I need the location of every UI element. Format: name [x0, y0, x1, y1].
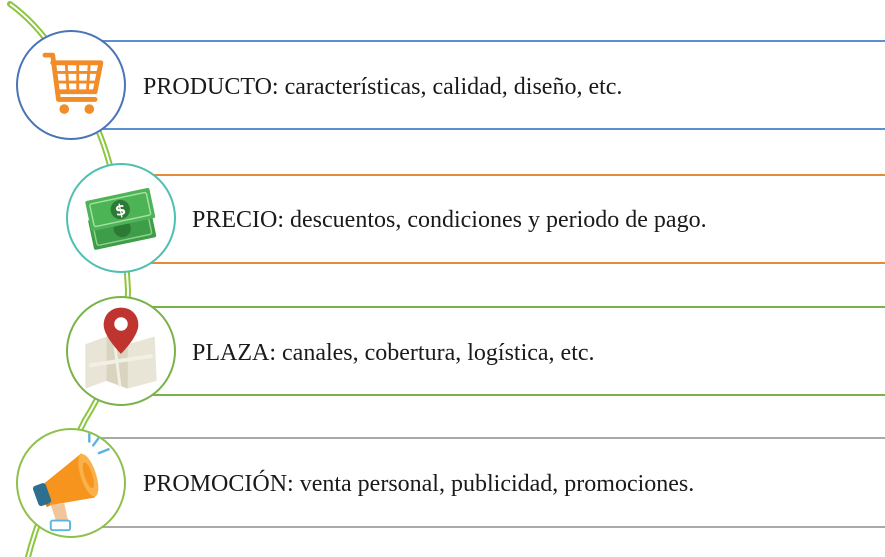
connector-curve	[7, 1, 132, 557]
marketing-mix-diagram: PRODUCTO: características, calidad, dise…	[7, 1, 885, 557]
